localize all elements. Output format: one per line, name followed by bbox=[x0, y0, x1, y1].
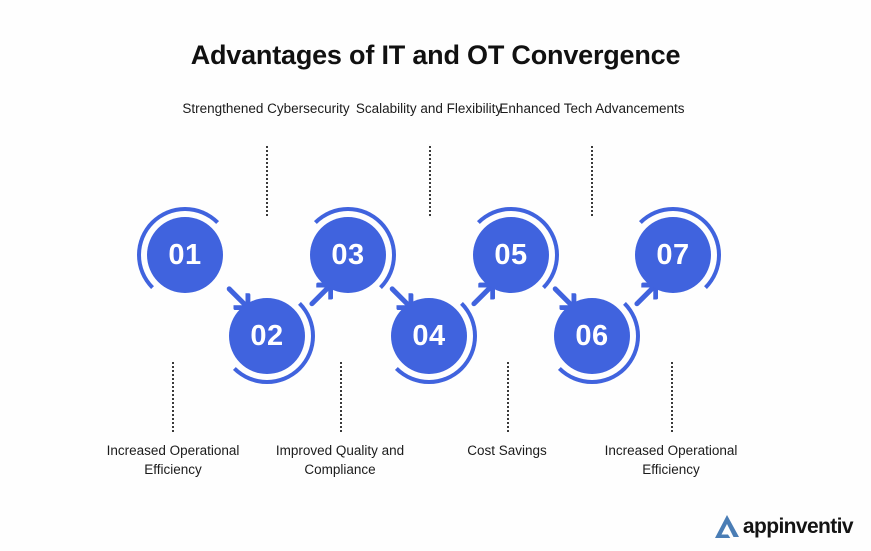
label-top-strengthened-cybersecurity: Strengthened Cybersecurity bbox=[182, 101, 350, 116]
appinventiv-wordmark: appinventiv bbox=[742, 514, 854, 538]
label-bottom-cost-savings: Cost Savings bbox=[467, 443, 547, 458]
appinventiv-logo[interactable]: appinventiv bbox=[713, 513, 854, 539]
step-disc-01: 01 bbox=[147, 217, 223, 293]
step-ring-03 bbox=[300, 207, 396, 303]
step-ring-02 bbox=[219, 288, 315, 384]
step-number-05: 05 bbox=[494, 238, 528, 271]
label-top-enhanced-tech-advancements: Enhanced Tech Advancements bbox=[499, 101, 685, 116]
step-ring-01 bbox=[137, 207, 233, 303]
step-ring-07 bbox=[625, 207, 721, 303]
step-number-06: 06 bbox=[575, 319, 609, 352]
appinventiv-a-mark-icon bbox=[714, 515, 739, 538]
step-number-02: 02 bbox=[250, 319, 284, 352]
step-circle-04[interactable]: 04 bbox=[381, 288, 477, 384]
step-ring-04 bbox=[381, 288, 477, 384]
step-circle-01[interactable]: 01 bbox=[137, 207, 233, 303]
dotted-line-top-1 bbox=[266, 146, 268, 216]
label-bottom-improved-quality-and-compliance: Improved Quality and Compliance bbox=[275, 443, 405, 477]
step-disc-03: 03 bbox=[310, 217, 386, 293]
dotted-line-top-3 bbox=[591, 146, 593, 216]
step-number-03: 03 bbox=[331, 238, 365, 271]
step-disc-07: 07 bbox=[635, 217, 711, 293]
step-circle-03[interactable]: 03 bbox=[300, 207, 396, 303]
step-ring-06 bbox=[544, 288, 640, 384]
step-circle-07[interactable]: 07 bbox=[625, 207, 721, 303]
dotted-line-bottom-3 bbox=[507, 362, 509, 432]
step-circle-05[interactable]: 05 bbox=[463, 207, 559, 303]
step-circle-02[interactable]: 02 bbox=[219, 288, 315, 384]
label-bottom-increased-operational-efficiency-1: Increased Operational Efficiency bbox=[106, 443, 240, 477]
dotted-line-top-2 bbox=[429, 146, 431, 216]
step-number-01: 01 bbox=[168, 238, 202, 271]
step-circle-06[interactable]: 06 bbox=[544, 288, 640, 384]
dotted-line-bottom-4 bbox=[671, 362, 673, 432]
dotted-line-bottom-2 bbox=[340, 362, 342, 432]
dotted-line-bottom-1 bbox=[172, 362, 174, 432]
label-top-scalability-and-flexibility: Scalability and Flexibility bbox=[355, 101, 503, 116]
page-title: Advantages of IT and OT Convergence bbox=[190, 40, 681, 70]
step-disc-02: 02 bbox=[229, 298, 305, 374]
step-disc-04: 04 bbox=[391, 298, 467, 374]
label-bottom-increased-operational-efficiency-2: Increased Operational Efficiency bbox=[604, 443, 738, 477]
step-disc-05: 05 bbox=[473, 217, 549, 293]
step-number-04: 04 bbox=[412, 319, 446, 352]
step-ring-05 bbox=[463, 207, 559, 303]
step-number-07: 07 bbox=[656, 238, 690, 271]
step-disc-06: 06 bbox=[554, 298, 630, 374]
